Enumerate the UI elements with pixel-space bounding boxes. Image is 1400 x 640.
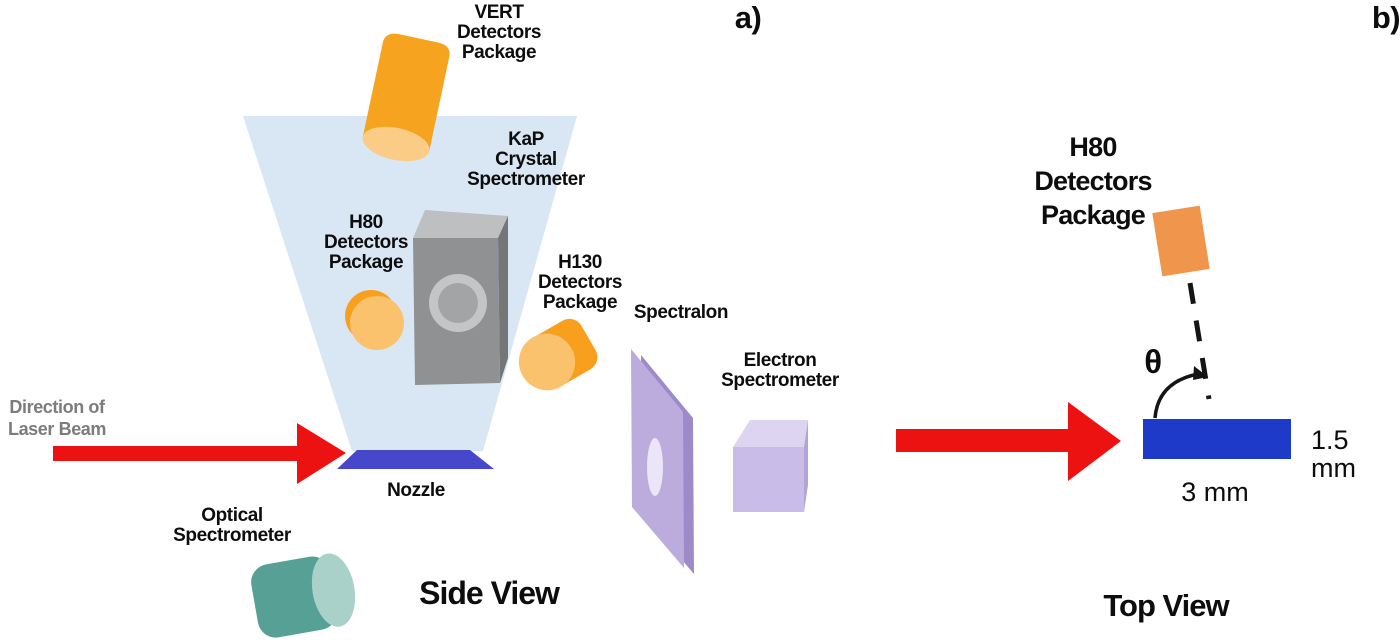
electron-spectrometer-cube bbox=[733, 420, 808, 512]
vert-cylinder-face bbox=[362, 126, 430, 162]
kap-box-side-face bbox=[498, 216, 508, 383]
optical-spectrometer-label: Optical Spectrometer bbox=[173, 505, 291, 546]
spectralon-label: Spectralon bbox=[633, 302, 729, 323]
spectralon-plate bbox=[631, 349, 694, 574]
laser-direction-arrow-top bbox=[896, 402, 1121, 481]
theta-angle-arc bbox=[1153, 372, 1199, 419]
kap-spectrometer-label: KaP Crystal Spectrometer bbox=[467, 129, 585, 190]
kap-box-top-face bbox=[413, 210, 508, 238]
width-dimension-label: 3 mm bbox=[1181, 477, 1249, 507]
nozzle-top-view-bar bbox=[1143, 419, 1291, 459]
cube-side-face bbox=[804, 420, 808, 512]
thickness-dimension-label: 1.5 mm bbox=[1311, 425, 1356, 483]
kap-lens-center bbox=[438, 283, 478, 323]
side-view-title: Side View bbox=[419, 575, 560, 611]
electron-spectrometer-label: Electron Spectrometer bbox=[721, 350, 839, 391]
cube-front-face bbox=[733, 447, 804, 512]
panel-b-tag: b) bbox=[1371, 0, 1400, 35]
spectralon-aperture bbox=[647, 438, 663, 496]
vert-cylinder-body bbox=[362, 33, 450, 152]
h80-top-rectangle bbox=[1152, 205, 1210, 277]
h130-detector-cylinder bbox=[518, 318, 598, 391]
laser-direction-label: Direction of Laser Beam bbox=[7, 397, 107, 439]
optical-cylinder-face bbox=[311, 553, 356, 627]
h80-detector-top-view bbox=[1152, 205, 1210, 277]
panel-a-tag: a) bbox=[734, 0, 762, 35]
theta-symbol-label: θ bbox=[1144, 343, 1162, 380]
h80-detectors-label: H80 Detectors Package bbox=[323, 212, 409, 273]
laser-direction-arrow-side bbox=[53, 423, 346, 484]
h80-disc-face bbox=[350, 296, 404, 350]
h130-detectors-label: H130 Detectors Package bbox=[537, 252, 623, 313]
optical-spectrometer-cylinder bbox=[251, 553, 356, 638]
kap-spectrometer-box bbox=[413, 210, 508, 385]
h80-detector-disc bbox=[345, 290, 404, 350]
line-of-sight-dashed bbox=[1187, 282, 1212, 400]
theta-arc-arrowhead bbox=[1193, 366, 1208, 380]
h80-detectors-top-label: H80 Detectors Package bbox=[1034, 132, 1152, 230]
nozzle-label: Nozzle bbox=[387, 480, 445, 501]
vert-detectors-label: VERT Detectors Package bbox=[456, 2, 542, 63]
nozzle-shape bbox=[337, 450, 494, 469]
vert-detector-cylinder bbox=[362, 33, 450, 162]
top-view-title: Top View bbox=[1103, 588, 1229, 623]
cube-top-face bbox=[733, 420, 808, 447]
h130-cylinder-face bbox=[518, 333, 576, 391]
